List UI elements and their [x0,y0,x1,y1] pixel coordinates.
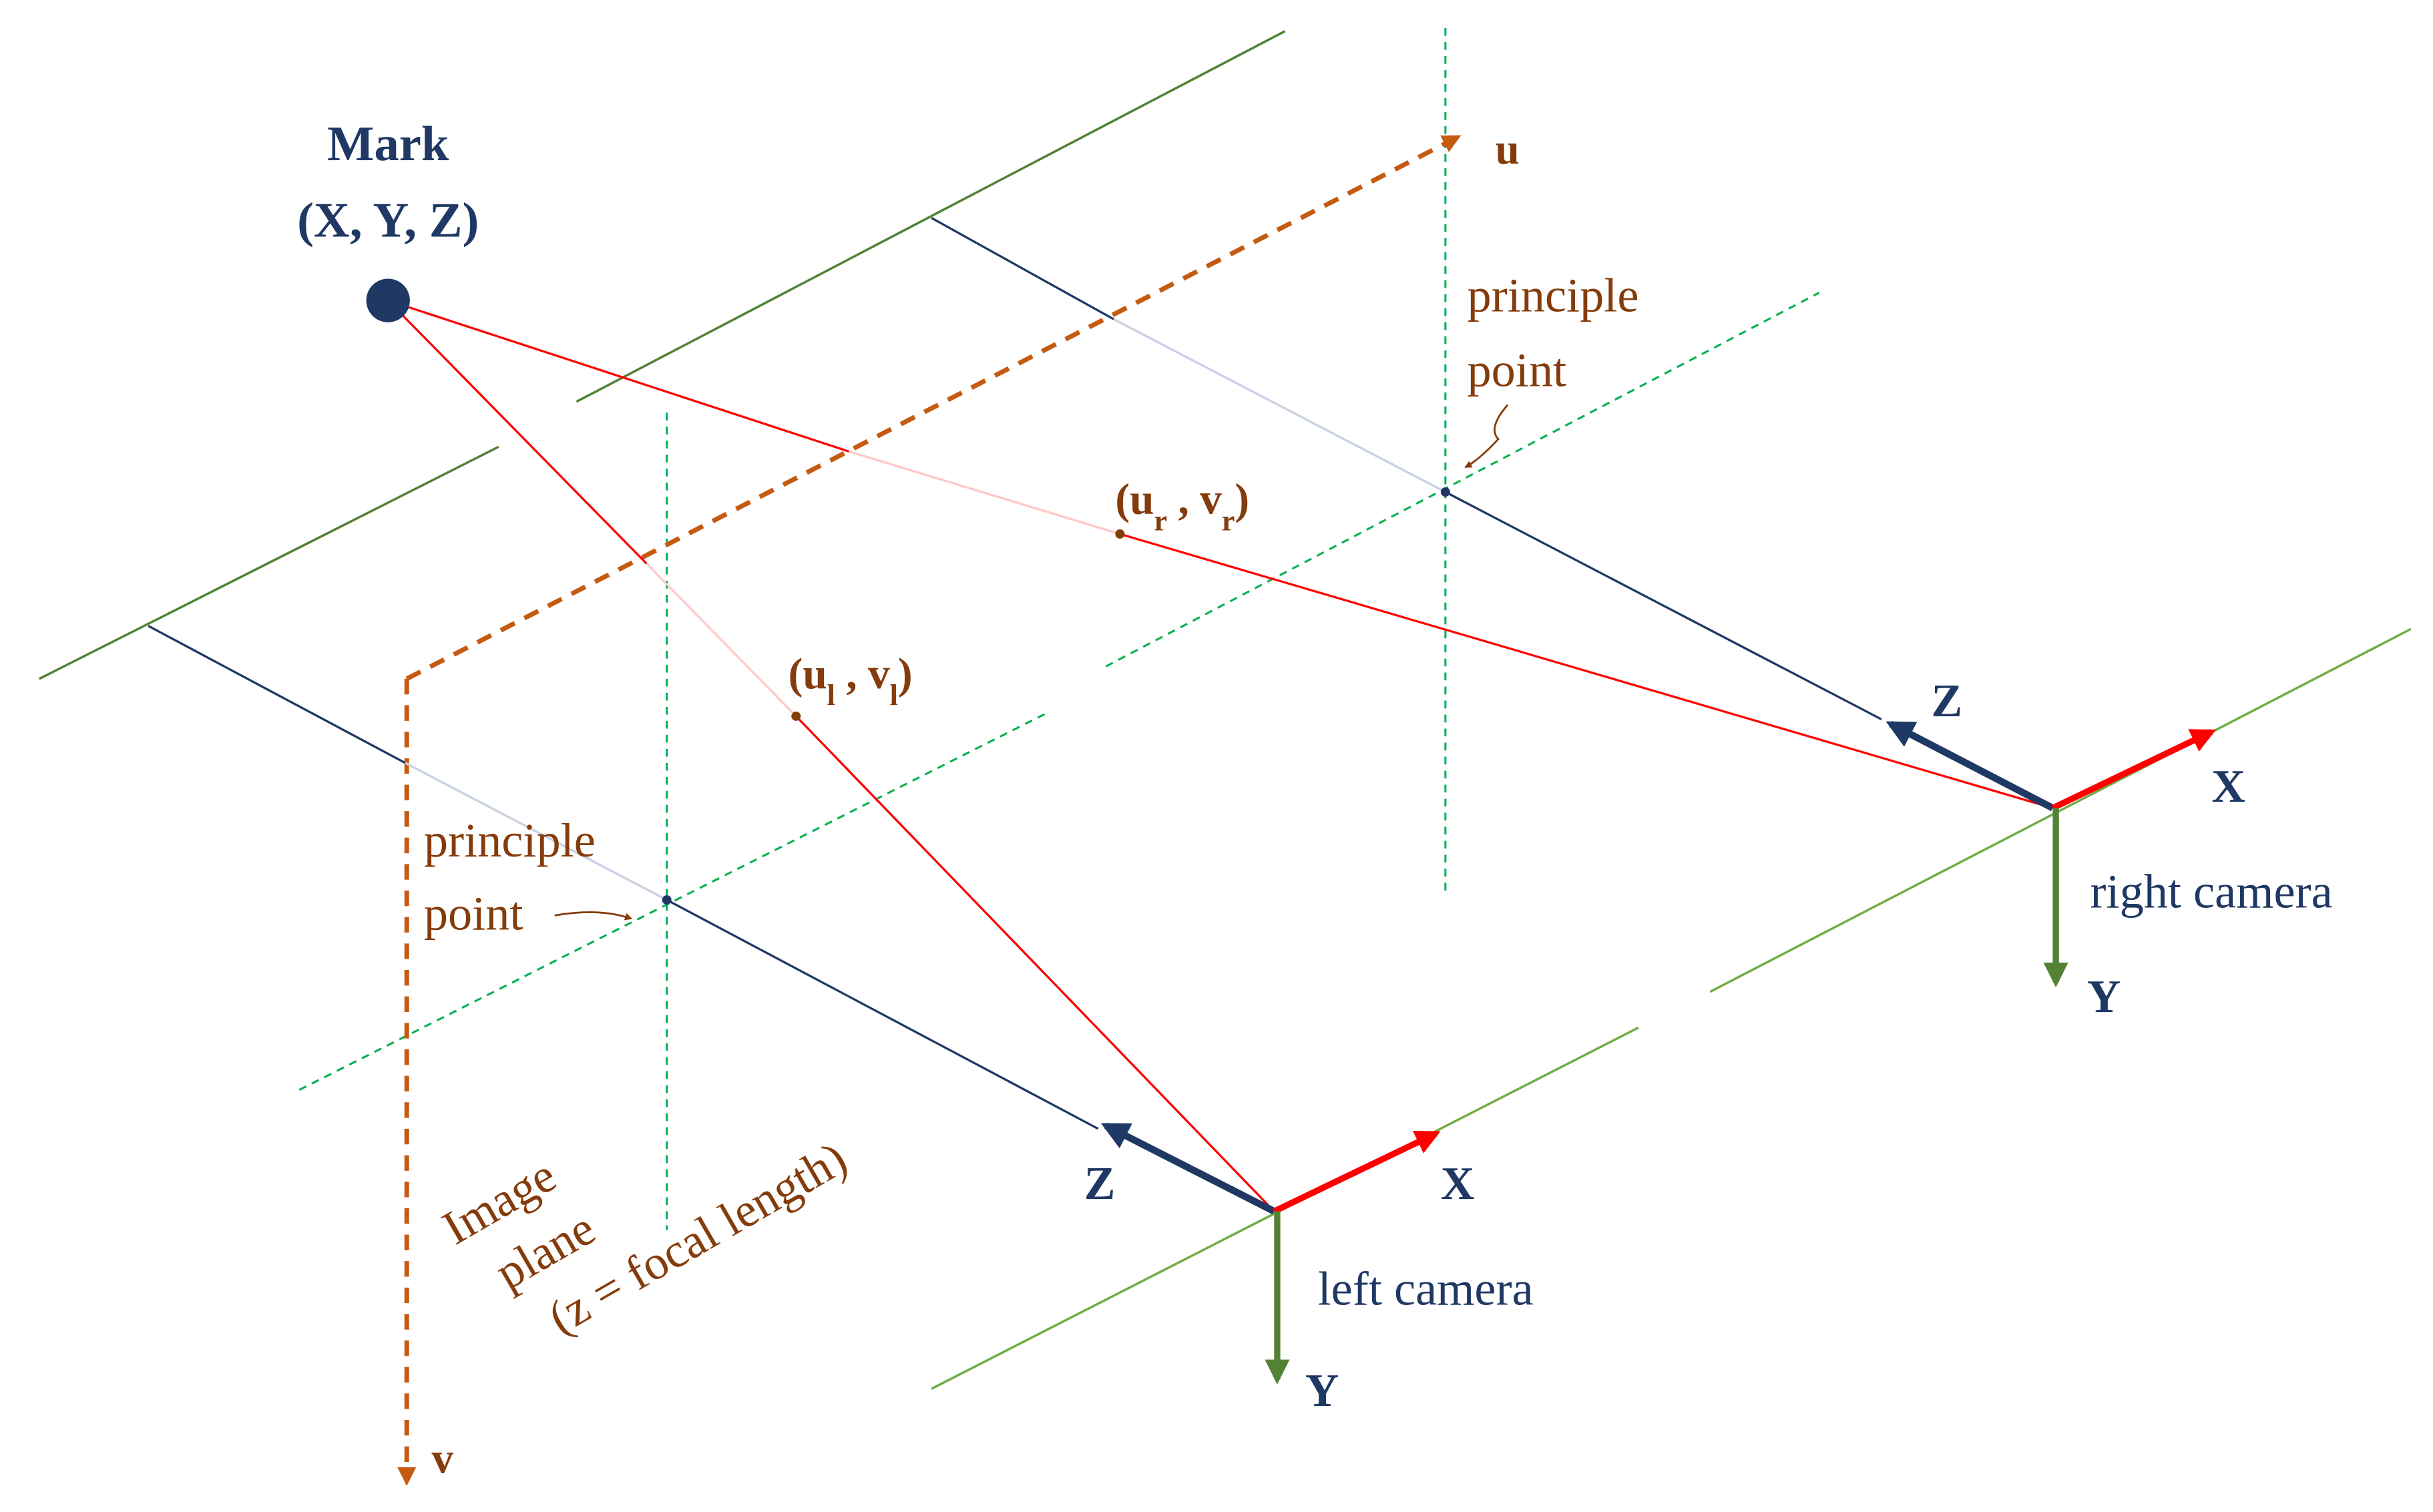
left-principle-label: point [424,887,523,940]
right-optical-axis [1445,491,1882,720]
right-camera-z-axis [1886,720,2054,812]
right-camera-x-axis [2051,728,2217,811]
left-principal-diagonal [298,712,1048,1091]
right-optical-axis [931,217,1114,320]
right-camera-x-label: X [2211,761,2245,812]
right-camera-name: right camera [2090,865,2332,919]
left-principle-label: principle [424,814,596,867]
left-camera-name: left camera [1318,1262,1534,1315]
right-ray [1119,533,2053,810]
right-optical-axis [1113,318,1446,493]
image-u-axis [405,135,1462,681]
right-principle-leader [1464,404,1509,468]
right-projection-dot [1115,529,1125,539]
left-projection-dot [791,711,801,721]
right-camera-y-label: Y [2087,971,2121,1023]
right-principle-dot [1440,487,1450,497]
left-optical-axis [666,899,1099,1130]
left-camera-x-label: X [1441,1158,1475,1210]
left-ray [387,299,648,565]
plane-edge-line [576,30,1286,403]
right-principle-label: point [1468,343,1567,397]
left-projection-label: (ul , vl) [789,650,913,711]
left-ray [646,563,797,718]
u-axis-label: u [1495,125,1519,174]
left-ray [795,715,1275,1212]
mark-title: Mark [327,116,449,172]
plane-edge-line [1709,627,2412,993]
right-projection-label: (ur , vr) [1115,476,1249,537]
left-optical-axis [148,625,406,764]
mark-coords: (X, Y, Z) [297,193,479,248]
left-principle-leader [554,911,633,921]
left-camera-z-label: Z [1084,1158,1116,1210]
image-plane-label: Image plane (z = focal length) [434,1131,856,1345]
left-camera-y-label: Y [1305,1365,1339,1417]
left-camera-x-axis [1273,1130,1441,1214]
left-camera-z-axis [1100,1122,1276,1215]
right-principle-label: principle [1468,268,1639,322]
left-optical-axis [405,762,668,901]
right-ray [849,450,1120,535]
mark-point [366,278,410,322]
right-ray [387,299,850,453]
left-principle-dot [662,895,672,905]
v-axis-label: v [432,1435,454,1483]
right-camera-z-label: Z [1932,676,1963,727]
plane-edge-line [38,445,499,680]
